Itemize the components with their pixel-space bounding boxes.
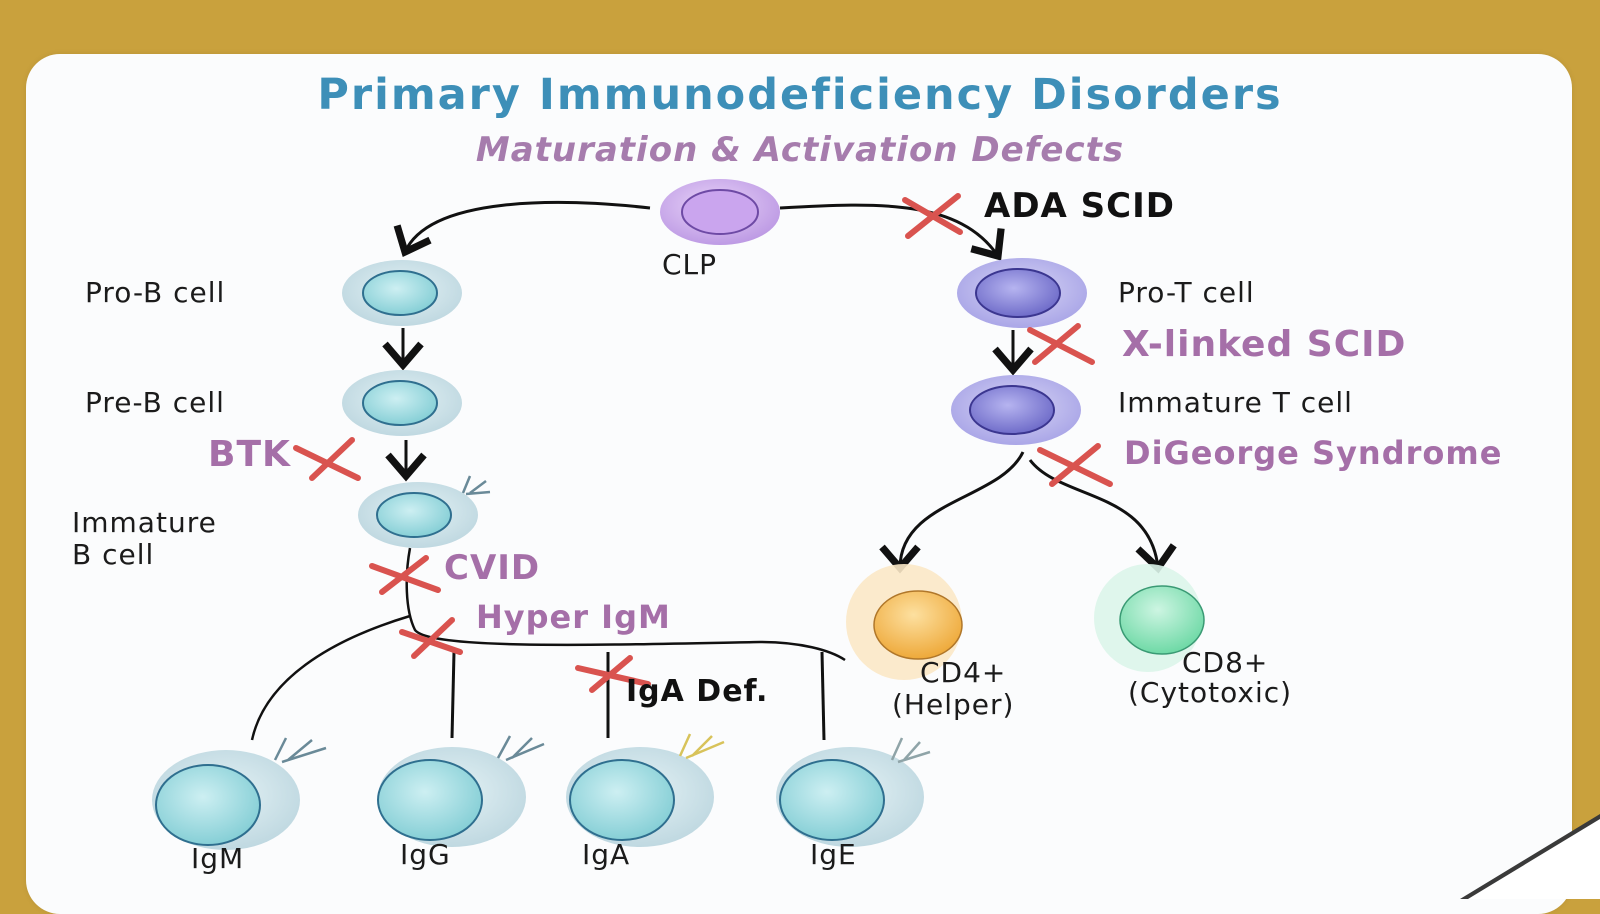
igg-label: IgG: [400, 838, 451, 871]
cd8-label-line2: (Cytotoxic): [1128, 676, 1293, 709]
pro-b-label: Pro-B cell: [85, 276, 226, 309]
immature-b-cell: [358, 475, 491, 548]
ada-scid-cross-icon: [902, 193, 963, 239]
immature-t-label: Immature T cell: [1118, 386, 1353, 419]
cd4-label-line2: (Helper): [892, 688, 1015, 721]
immature-b-label-line1: Immature: [72, 506, 217, 539]
page-curl-corner-inner: [1468, 819, 1600, 899]
x-linked-scid-label: X-linked SCID: [1122, 324, 1407, 365]
branch-igm: [250, 614, 411, 741]
clp-cell: [660, 179, 780, 245]
iga-def-cross-icon: [575, 655, 651, 693]
iga-label: IgA: [582, 838, 631, 871]
immature-t-to-cd8-arrow: [1028, 459, 1177, 574]
cd8-cell: [1094, 564, 1205, 672]
pre-b-cell: [342, 370, 462, 436]
igm-cell: [152, 737, 327, 850]
clp-to-pro-b-arrow: [393, 201, 651, 258]
ige-cell: [776, 737, 931, 847]
ige-label: IgE: [810, 838, 857, 871]
digeorge-label: DiGeorge Syndrome: [1124, 434, 1503, 472]
page-subtitle: Maturation & Activation Defects: [475, 130, 1125, 170]
hyper-igm-label: Hyper IgM: [476, 598, 671, 636]
pre-b-label: Pre-B cell: [85, 386, 225, 419]
immature-t-to-cd4-arrow: [879, 451, 1025, 574]
cd8-label-line1: CD8+: [1182, 646, 1269, 679]
cd4-cell: [846, 564, 963, 680]
pro-t-cell: [957, 258, 1087, 328]
immature-b-stem: [405, 547, 846, 662]
cvid-cross-icon: [369, 555, 441, 595]
immature-b-label-line2: B cell: [72, 538, 155, 571]
clp-to-pro-t-arrow: [779, 203, 1005, 261]
hyper-igm-cross-icon: [399, 617, 463, 659]
iga-def-label: IgA Def.: [626, 674, 769, 709]
branch-igg: [450, 651, 456, 739]
digeorge-cross-icon: [1037, 443, 1113, 487]
btk-label: BTK: [208, 434, 291, 475]
page-title: Primary Immunodeficiency Disorders: [317, 70, 1283, 120]
igm-label: IgM: [191, 842, 245, 875]
pro-t-label: Pro-T cell: [1118, 276, 1255, 309]
igg-cell: [377, 735, 545, 847]
immature-t-cell: [951, 375, 1081, 445]
btk-cross-icon: [293, 437, 361, 481]
cd4-label-line1: CD4+: [920, 656, 1007, 689]
iga-cell: [566, 733, 725, 847]
branch-ige: [820, 651, 826, 741]
x-linked-scid-cross-icon: [1027, 323, 1095, 365]
pro-b-cell: [342, 260, 462, 326]
cvid-label: CVID: [444, 548, 541, 588]
ada-scid-label: ADA SCID: [984, 186, 1175, 226]
clp-label: CLP: [662, 248, 718, 281]
